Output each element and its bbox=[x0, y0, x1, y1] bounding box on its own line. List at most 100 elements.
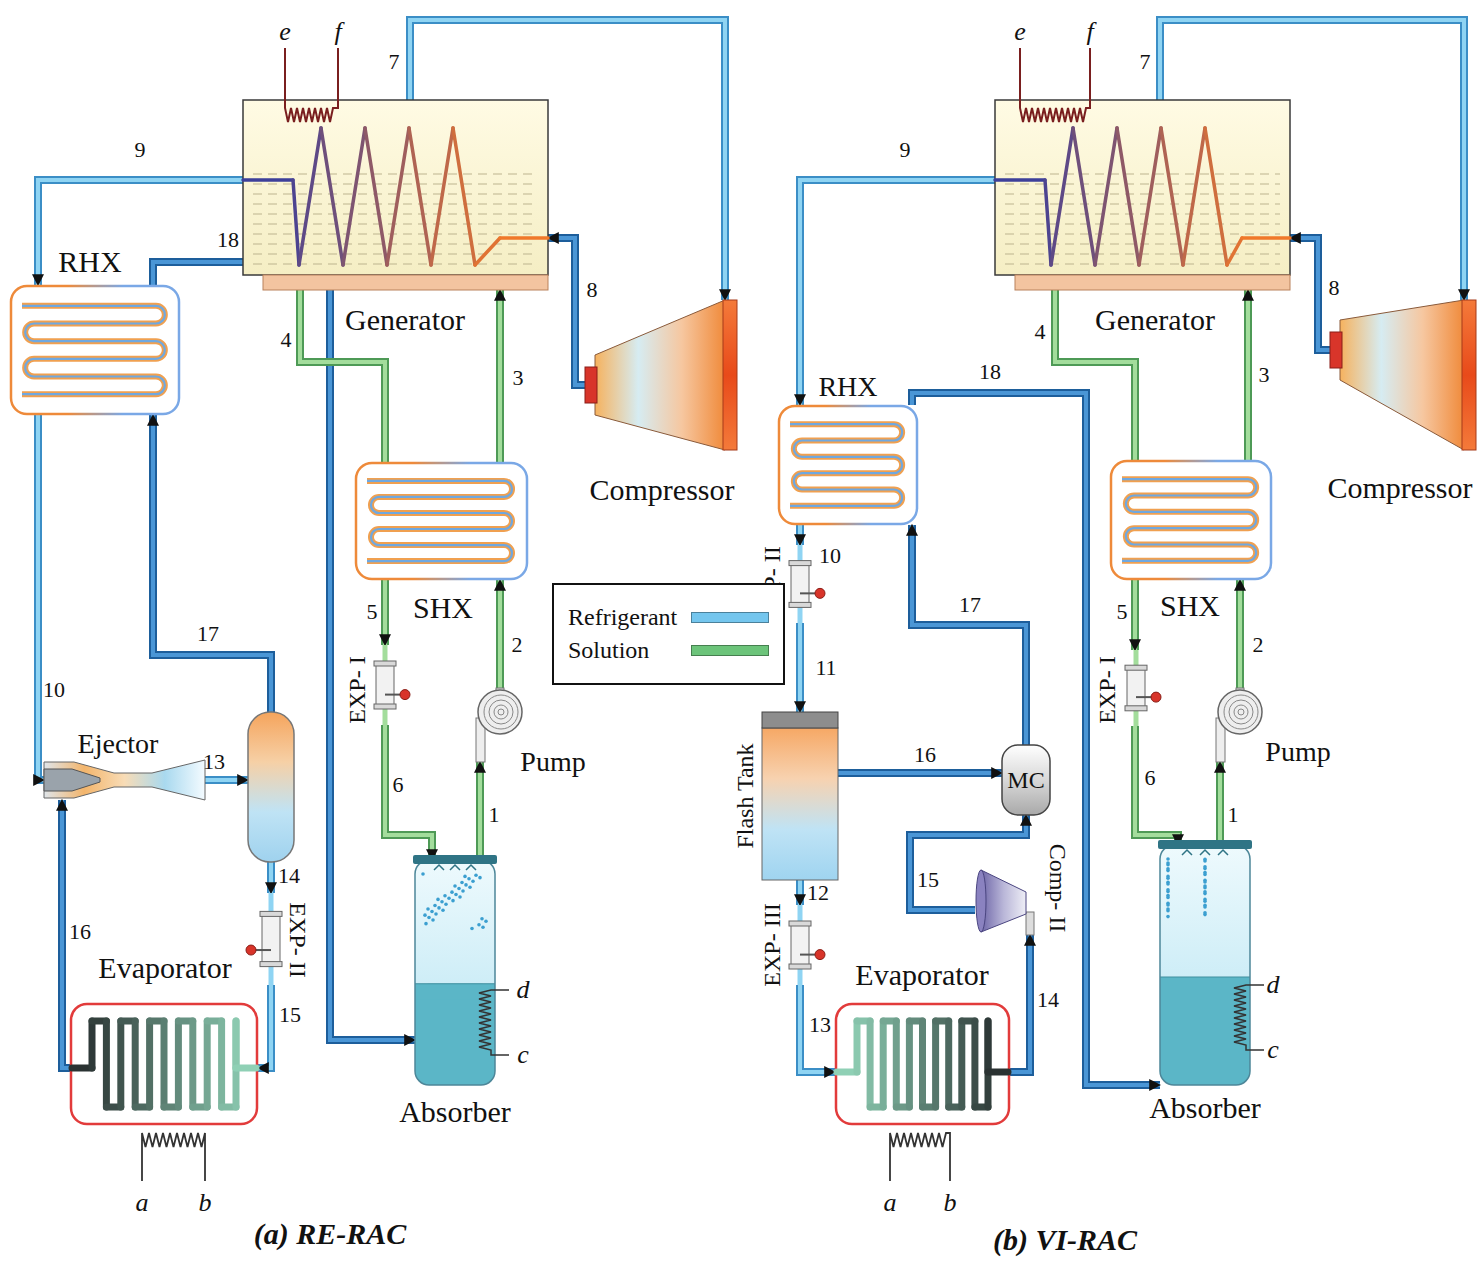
pipe-core bbox=[1218, 762, 1222, 845]
tank-cap bbox=[762, 712, 838, 728]
spray-nozzle bbox=[1182, 850, 1192, 855]
component-label: Ejector bbox=[78, 730, 159, 758]
pipe-wall bbox=[38, 180, 243, 285]
pipe-core bbox=[798, 880, 802, 905]
state-number: 9 bbox=[900, 139, 911, 161]
pipe-wall bbox=[267, 862, 275, 893]
spray-drop bbox=[433, 904, 437, 908]
absorber-vessel: Absorber bbox=[1160, 845, 1250, 1085]
exchanger-shell bbox=[1111, 461, 1271, 579]
heating-coil bbox=[453, 128, 475, 265]
spray-drop bbox=[1166, 880, 1170, 884]
spray-drop bbox=[1203, 865, 1207, 869]
heating-coil bbox=[387, 128, 409, 265]
tube-inner bbox=[22, 306, 165, 394]
spray-drop bbox=[436, 898, 440, 902]
component-label: EXP- I bbox=[345, 656, 369, 723]
evaporator-tube bbox=[204, 1021, 211, 1107]
pipe-core bbox=[269, 862, 273, 893]
heating-coil bbox=[1227, 238, 1242, 265]
separator-pipes bbox=[153, 415, 271, 893]
generator-vessel-outline bbox=[243, 100, 548, 290]
state-number: 6 bbox=[1145, 767, 1156, 789]
port-letter: a bbox=[136, 1190, 149, 1216]
component-label: Pump bbox=[1265, 738, 1330, 766]
absorber-vessel-outline bbox=[1160, 845, 1250, 1085]
pipe-wall bbox=[258, 985, 271, 1068]
cooling-coil bbox=[1234, 985, 1264, 1050]
state-number: 17 bbox=[959, 594, 981, 616]
component-label: RHX bbox=[58, 247, 121, 277]
evaporator-coil-outline bbox=[835, 1003, 1010, 1125]
liquid-line bbox=[1005, 224, 1280, 225]
refrigerant-pipe bbox=[1010, 935, 1030, 1072]
evaporator-tube bbox=[146, 1021, 153, 1107]
expansion-valve-outline bbox=[789, 545, 811, 623]
ejector-symbol: Ejector bbox=[44, 760, 205, 800]
heating-coil bbox=[365, 128, 387, 265]
heating-coil bbox=[409, 128, 431, 265]
pipe-core bbox=[153, 415, 271, 712]
pipe-wall bbox=[548, 238, 585, 385]
pump-impeller bbox=[494, 705, 508, 719]
heating-coil bbox=[343, 128, 365, 265]
solution-pipe bbox=[1135, 726, 1178, 845]
evaporator-tube bbox=[867, 1021, 874, 1107]
pipe-wall bbox=[381, 580, 389, 645]
refrigerant-pipe bbox=[38, 415, 44, 780]
pipe-core bbox=[800, 180, 995, 405]
pipe-wall bbox=[800, 180, 995, 405]
solution-pipe bbox=[385, 725, 432, 860]
heating-coil bbox=[1045, 180, 1051, 265]
pipe-core bbox=[1135, 726, 1178, 845]
port-letter: f bbox=[1086, 19, 1093, 45]
state-number: 5 bbox=[367, 601, 378, 623]
pipe-core bbox=[1133, 580, 1137, 650]
valve-flange bbox=[374, 661, 396, 666]
legend-box: RefrigerantSolution bbox=[552, 583, 785, 685]
heating-coil bbox=[293, 180, 299, 265]
compressor-body bbox=[981, 870, 1026, 932]
legend-row: Solution bbox=[568, 637, 769, 663]
exchanger-shell bbox=[11, 286, 179, 414]
spray-drop bbox=[431, 918, 435, 922]
evaporator-tube bbox=[189, 1021, 196, 1107]
spray-drop bbox=[447, 896, 451, 900]
pipe-wall bbox=[1216, 762, 1224, 845]
valve-body bbox=[791, 564, 809, 605]
state-number: 16 bbox=[914, 744, 936, 766]
legend-swatch bbox=[691, 612, 769, 623]
refrigerant-pipe bbox=[38, 180, 243, 285]
pipe-wall bbox=[1290, 238, 1330, 350]
spray-drop bbox=[1166, 875, 1170, 879]
state-number: 5 bbox=[1117, 601, 1128, 623]
component-label: Generator bbox=[1095, 305, 1215, 335]
spray-drop bbox=[427, 916, 431, 920]
liquid-surface bbox=[415, 983, 495, 984]
pump-impeller bbox=[1229, 700, 1253, 724]
state-number: 7 bbox=[1140, 51, 1151, 73]
heating-coil bbox=[995, 178, 1045, 182]
component-label: Absorber bbox=[399, 1097, 511, 1127]
spray-drop bbox=[478, 876, 482, 880]
compressor-cap bbox=[1462, 300, 1476, 450]
component-label: Evaporator bbox=[98, 953, 231, 983]
state-number: 4 bbox=[281, 329, 292, 351]
valve-handle bbox=[246, 945, 256, 955]
solution-pipe bbox=[500, 290, 501, 462]
pipe-core bbox=[798, 623, 802, 712]
spray-drop bbox=[474, 873, 478, 877]
pipe-core bbox=[1238, 580, 1242, 688]
evaporator-coil: Evaporator bbox=[70, 1003, 258, 1125]
pipe-wall bbox=[496, 580, 504, 688]
heating-coil bbox=[321, 128, 343, 265]
refrigerant-pipe bbox=[800, 180, 995, 405]
expansion-valve-outline bbox=[789, 905, 811, 985]
component-label: MC bbox=[1007, 768, 1044, 792]
vessel bbox=[415, 860, 495, 1085]
refrigerant-pipe bbox=[548, 238, 585, 385]
solution-pipe bbox=[1220, 762, 1221, 845]
spray-drop bbox=[421, 872, 425, 876]
refrigerant-pipe bbox=[800, 880, 801, 905]
pipe-wall bbox=[1236, 580, 1244, 688]
